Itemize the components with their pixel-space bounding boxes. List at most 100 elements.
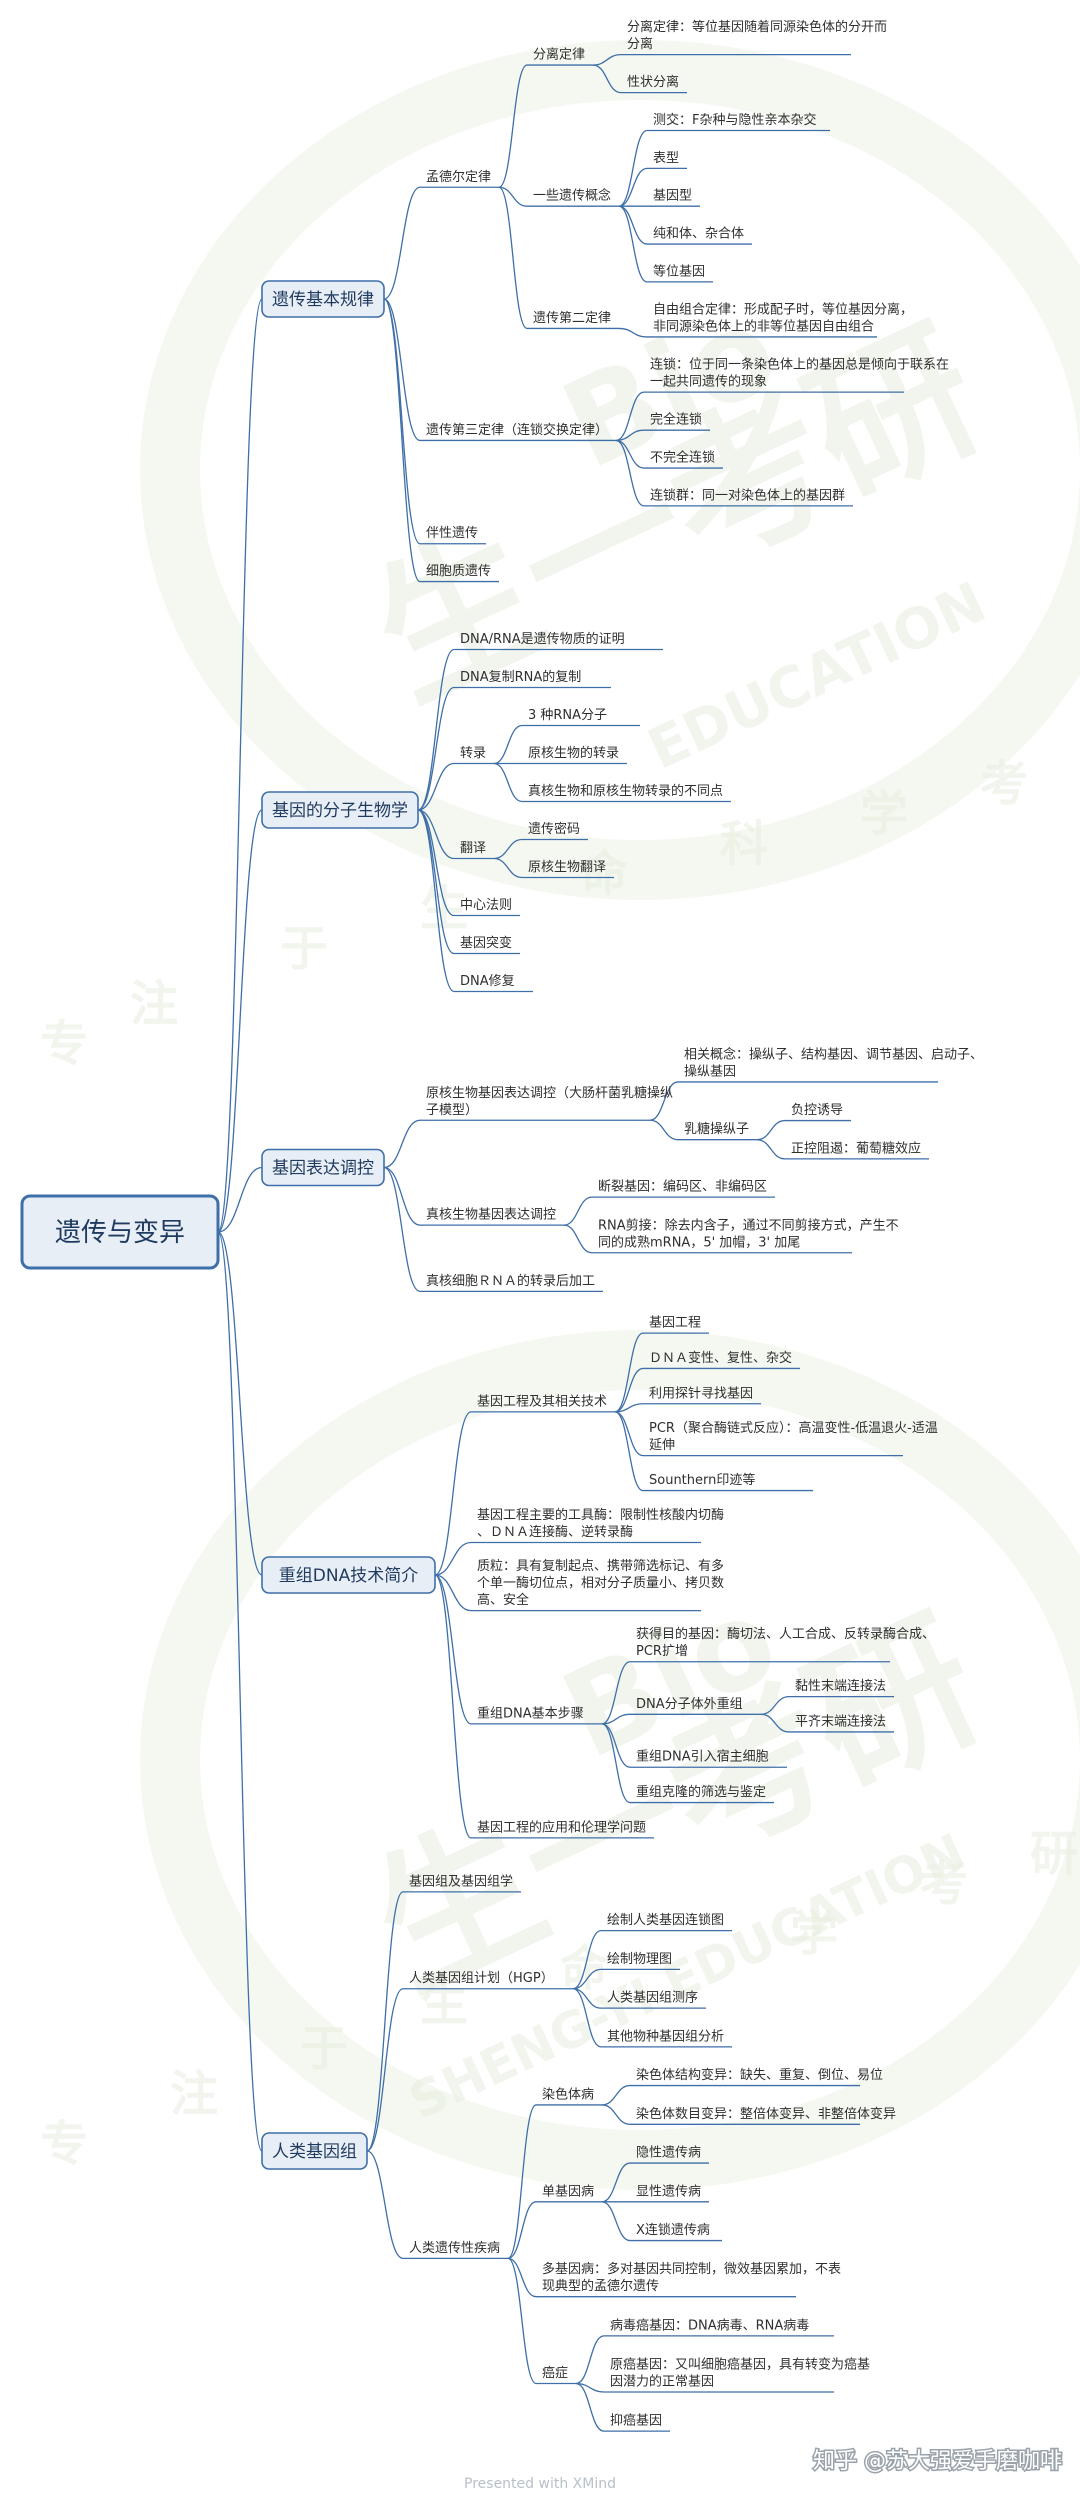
connector-line [217, 1231, 263, 1576]
node-label: 相关概念：操纵子、结构基因、调节基因、启动子、 [684, 1046, 983, 1062]
subtopic-node[interactable]: 正控阻遏：葡萄糖效应 [785, 1140, 929, 1160]
subtopic-node[interactable]: 染色体数目变异：整倍体变异、非整倍体变异 [630, 2106, 896, 2125]
branch-box [261, 2132, 368, 2170]
subtopic-node[interactable]: 真核生物和原核生物转录的不同点 [522, 783, 731, 803]
topic-node[interactable]: 真核生物基因表达调控 [420, 1208, 564, 1226]
topic-node[interactable]: DNA修复 [454, 974, 533, 993]
subtopic-node[interactable]: 单基因病 [536, 2184, 602, 2203]
node-label: 因潜力的正常基因 [610, 2373, 714, 2389]
subtopic-node[interactable]: 癌症 [536, 2365, 576, 2385]
topic-node[interactable]: 遗传第三定律（连锁交换定律） [420, 422, 616, 442]
subtopic-node[interactable]: 负控诱导 [785, 1103, 851, 1122]
branch-label: 重组DNA技术简介 [279, 1566, 418, 1586]
root-node[interactable]: 遗传与变异 [20, 1194, 220, 1270]
subtopic-node[interactable]: DNA分子体外重组 [630, 1696, 761, 1715]
node-label: 人类遗传性疾病 [409, 2241, 500, 2256]
connector-line [575, 2382, 605, 2432]
subtopic-node[interactable]: 连锁群：同一对染色体上的基因群 [644, 487, 853, 507]
subtopic-node[interactable]: ＤＮＡ变性、复性、杂交 [643, 1350, 800, 1370]
subtopic-node[interactable]: 绘制人类基因连锁图 [601, 1912, 732, 1932]
topic-node[interactable]: 真核细胞ＲＮＡ的转录后加工 [420, 1273, 603, 1292]
subtopic-node[interactable]: 纯和体、杂合体 [647, 227, 752, 245]
topic-node[interactable]: 孟德尔定律 [420, 170, 499, 188]
topic-node[interactable]: 人类遗传性疾病 [403, 2241, 508, 2260]
topic-node[interactable]: 基因工程的应用和伦理学问题 [471, 1819, 654, 1839]
branch-node[interactable]: 基因的分子生物学 [261, 791, 419, 829]
subtopic-node[interactable]: 黏性末端连接法 [789, 1678, 894, 1698]
subtopic-node[interactable]: 自由组合定律：形成配子时，等位基因分离，非同源染色体上的非等位基因自由组合 [647, 301, 913, 338]
subtopic-node[interactable]: 染色体病 [536, 2086, 602, 2106]
topic-node[interactable]: DNA/RNA是遗传物质的证明 [454, 631, 663, 651]
connector-line [383, 1166, 421, 1292]
topic-node[interactable]: 中心法则 [454, 898, 520, 917]
subtopic-node[interactable]: 隐性遗传病 [630, 2146, 709, 2164]
topic-node[interactable]: 基因工程及其相关技术 [471, 1394, 615, 1413]
subtopic-node[interactable]: 测交：F杂种与隐性亲本杂交 [647, 112, 830, 132]
node-label: 其他物种基因组分析 [607, 2029, 724, 2044]
topic-node[interactable]: 细胞质遗传 [420, 564, 499, 583]
subtopic-node[interactable]: 染色体结构变异：缺失、重复、倒位、易位 [630, 2067, 883, 2087]
topic-node[interactable]: 重组DNA基本步骤 [471, 1705, 602, 1725]
connector-line [756, 1119, 786, 1141]
branch-node[interactable]: 基因表达调控 [261, 1148, 385, 1187]
topic-node[interactable]: DNA复制RNA的复制 [454, 669, 611, 689]
subtopic-node[interactable]: 完全连锁 [644, 412, 710, 431]
branch-node[interactable]: 人类基因组 [261, 2132, 368, 2170]
node-label: 质粒：具有复制起点、携带筛选标记、有多 [477, 1558, 724, 1574]
subtopic-node[interactable]: 病毒癌基因：DNA病毒、RNA病毒 [604, 2317, 834, 2337]
subtopic-node[interactable]: 相关概念：操纵子、结构基因、调节基因、启动子、操纵基因 [678, 1046, 983, 1083]
connector-line [592, 64, 622, 94]
subtopic-node[interactable]: 分离定律 [527, 47, 593, 66]
subtopic-node[interactable]: 基因型 [647, 189, 700, 207]
subtopic-node[interactable]: 3 种RNA分子 [522, 708, 640, 727]
topic-node[interactable]: 转录 [454, 746, 494, 765]
node-label: 重组DNA引入宿主细胞 [636, 1749, 769, 1765]
subtopic-node[interactable]: 表型 [647, 151, 687, 169]
subtopic-node[interactable]: 等位基因 [647, 263, 713, 283]
topic-node[interactable]: 质粒：具有复制起点、携带筛选标记、有多个单一酶切位点，相对分子质量小、拷贝数高、… [471, 1558, 724, 1612]
topic-node[interactable]: 基因突变 [454, 935, 520, 955]
subtopic-node[interactable]: X连锁遗传病 [630, 2222, 722, 2242]
subtopic-node[interactable]: 抑癌基因 [604, 2413, 670, 2432]
watermark-char: 学 [860, 786, 908, 842]
connector-line [498, 64, 528, 188]
topic-node[interactable]: 伴性遗传 [420, 526, 486, 545]
subtopic-node[interactable]: 获得目的基因：酶切法、人工合成、反转录酶合成、PCR扩增 [630, 1626, 935, 1663]
connector-line [498, 186, 528, 207]
subtopic-node[interactable]: 遗传密码 [522, 821, 588, 841]
subtopic-node[interactable]: 遗传第二定律 [527, 311, 619, 330]
subtopic-node[interactable]: 显性遗传病 [630, 2184, 709, 2203]
subtopic-node[interactable]: 基因工程 [643, 1316, 709, 1334]
subtopic-node[interactable]: 断裂基因：编码区、非编码区 [592, 1180, 775, 1198]
connector-line [572, 1968, 602, 1990]
edge-layer [217, 53, 790, 2432]
branch-node[interactable]: 重组DNA技术简介 [261, 1556, 436, 1594]
branch-node[interactable]: 遗传基本规律 [261, 280, 385, 318]
subtopic-node[interactable]: 原核生物翻译 [522, 860, 614, 879]
topic-node[interactable]: 翻译 [454, 841, 494, 860]
subtopic-node[interactable]: 利用探针寻找基因 [643, 1386, 761, 1405]
topic-node[interactable]: 人类基因组计划（HGP） [403, 1971, 573, 1990]
subtopic-node[interactable]: 性状分离 [621, 74, 687, 94]
topic-node[interactable]: 基因组及基因组学 [403, 1873, 521, 1893]
subtopic-node[interactable]: Sounthern印迹等 [643, 1472, 813, 1492]
connector-line [614, 1367, 644, 1413]
subtopic-node[interactable]: 重组克隆的筛选与鉴定 [630, 1784, 774, 1804]
topic-node[interactable]: 基因工程主要的工具酶：限制性核酸内切酶、ＤＮＡ连接酶、逆转录酶 [471, 1507, 724, 1544]
subtopic-node[interactable]: 绘制物理图 [601, 1952, 680, 1971]
subtopic-node[interactable]: 平齐末端连接法 [789, 1713, 894, 1733]
subtopic-node[interactable]: 重组DNA引入宿主细胞 [630, 1749, 787, 1768]
subtopic-node[interactable]: 一些遗传概念 [527, 188, 619, 207]
subtopic-node[interactable]: 不完全连锁 [644, 450, 723, 469]
subtopic-node[interactable]: 乳糖操纵子 [678, 1121, 757, 1141]
subtopic-node[interactable]: 原核生物的转录 [522, 745, 627, 765]
subtopic-node[interactable]: 其他物种基因组分析 [601, 2029, 732, 2048]
subtopic-node[interactable]: 人类基因组测序 [601, 1991, 706, 2009]
